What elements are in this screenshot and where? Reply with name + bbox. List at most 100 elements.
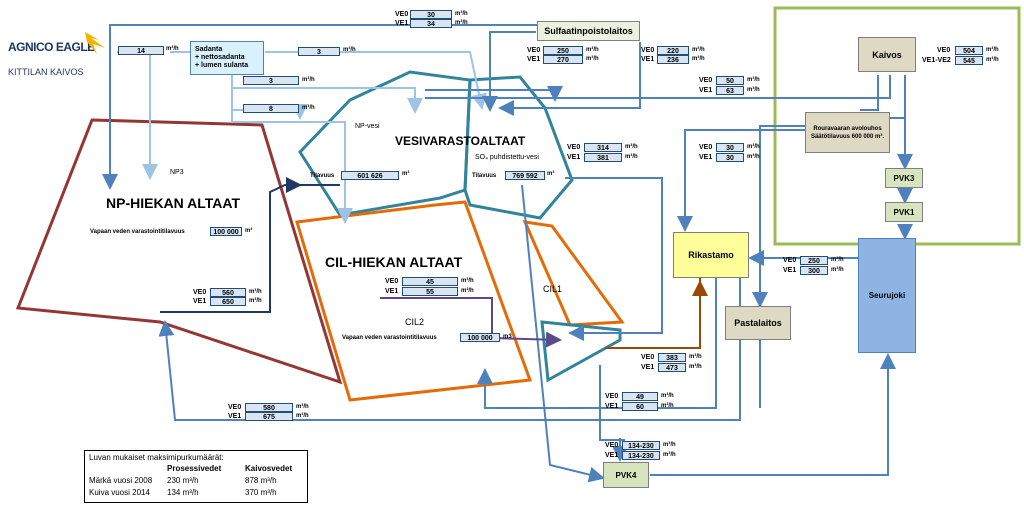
cil1-label: CIL1 <box>543 284 563 294</box>
pvk4-ve1-label: VE1 <box>605 452 619 459</box>
sadanta-8-unit: m³/h <box>302 105 315 111</box>
np-ve0-unit: m³/h <box>249 289 262 295</box>
np-title: NP-HIEKAN ALTAAT <box>106 195 241 211</box>
sadanta-node: Sadanta + nettosadanta + lumen sulanta <box>190 41 264 75</box>
r30-ve0-unit: m³/h <box>747 144 760 150</box>
seurujoki-node: Seurujoki <box>858 238 916 353</box>
r30-ve0-label: VE0 <box>699 144 713 151</box>
pvk1-label: PVK1 <box>893 207 915 217</box>
so4-ve0-unit: m³/h <box>625 144 638 150</box>
pas-ve1-unit: m³/h <box>661 403 674 409</box>
seur-ve1-value: 300 <box>800 266 828 275</box>
sadanta-right-value: 3 <box>298 47 340 56</box>
tilavuus-np-unit: m³ <box>402 171 410 177</box>
so4-ve0-label: VE0 <box>567 144 581 151</box>
legend-row2-label: Kuiva vuosi 2014 <box>89 488 150 497</box>
bot-ve0-label: VE0 <box>228 404 242 411</box>
rv-ve1-label: VE1 <box>699 87 713 94</box>
so4-label: SO₄ puhdistettu-vesi <box>475 154 539 161</box>
r30-ve0-value: 30 <box>716 143 744 152</box>
np-ve1-value: 650 <box>210 297 246 306</box>
np-ve0-value: 560 <box>210 288 246 297</box>
pvk4-ve0-label: VE0 <box>605 442 619 449</box>
seur-ve1-label: VE1 <box>783 267 797 274</box>
sadanta-3b-value: 3 <box>243 76 299 85</box>
pvk4-ve0-value: 134-230 <box>622 441 660 450</box>
legend-row1-label: Märkä vuosi 2008 <box>89 476 153 485</box>
tilavuus-so4-unit: m³ <box>547 171 555 177</box>
sadanta-left-value: 14 <box>118 46 164 55</box>
np3-label: NP3 <box>170 169 184 176</box>
top-ve0-value: 30 <box>410 10 452 19</box>
pvk1-node: PVK1 <box>885 202 923 222</box>
seur-ve1-unit: m³/h <box>831 267 844 273</box>
seur-ve0-unit: m³/h <box>831 257 844 263</box>
seurujoki-label: Seurujoki <box>868 291 906 300</box>
pvk3-label: PVK3 <box>893 173 915 183</box>
r30-ve1-value: 30 <box>716 153 744 162</box>
sulf-ve1-value: 270 <box>543 55 583 64</box>
rik-ve1-label: VE1 <box>641 364 655 371</box>
np-vesi-label: NP-vesi <box>355 123 380 130</box>
pvk4-ve1-unit: m³/h <box>663 452 676 458</box>
sulf-ve0-value: 250 <box>543 46 583 55</box>
sulf-ve1-label: VE1 <box>527 56 541 63</box>
rik-ve0-unit: m³/h <box>689 354 702 360</box>
cil-title: CIL-HIEKAN ALTAAT <box>325 254 463 270</box>
np-ve1-unit: m³/h <box>249 298 262 304</box>
tilavuus-so4-value: 769 592 <box>505 171 545 180</box>
rik-ve0-value: 383 <box>658 353 686 362</box>
np-storage-value: 100 000 <box>210 227 242 236</box>
pvk4-ve0-unit: m³/h <box>663 442 676 448</box>
pvk4-ve1-value: 134-230 <box>622 451 660 460</box>
sulf2-ve1-value: 236 <box>657 55 689 64</box>
pvk4-label: PVK4 <box>615 470 637 480</box>
kaivos-ve1-unit: m³/h <box>986 57 999 63</box>
rv-ve0-unit: m³/h <box>747 77 760 83</box>
so4-ve1-unit: m³/h <box>625 154 638 160</box>
top-ve1-unit: m³/h <box>455 20 468 26</box>
seur-ve0-value: 250 <box>800 256 828 265</box>
sulf2-ve0-value: 220 <box>657 46 689 55</box>
pas-ve1-value: 60 <box>622 402 658 411</box>
cil-storage-value: 100 000 <box>460 333 500 342</box>
cil-ve1-value: 55 <box>402 287 458 296</box>
legend-row1-v1: 230 m³/h <box>167 476 199 485</box>
cil-storage-label: Vapaan veden varastointitilavuus <box>342 335 437 341</box>
bot-ve0-unit: m³/h <box>296 404 309 410</box>
cil-ve0-label: VE0 <box>385 278 399 285</box>
tilavuus-so4-label: Tilavuus <box>472 173 497 179</box>
tilavuus-np-value: 601 626 <box>341 171 399 180</box>
cil-pond <box>295 200 533 402</box>
kaivos-ve0-unit: m³/h <box>986 47 999 53</box>
pas-ve1-label: VE1 <box>605 403 619 410</box>
eagle-logo-icon <box>85 32 105 54</box>
sulf-ve0-label: VE0 <box>527 47 541 54</box>
legend-row1-v2: 878 m³/h <box>245 476 277 485</box>
kaivos-ve0-label: VE0 <box>937 47 951 54</box>
top-ve0-label: VE0 <box>395 11 409 18</box>
kaivos-ve1-label: VE1-VE2 <box>922 57 951 64</box>
np-storage-unit: m³ <box>245 228 253 234</box>
sulf2-ve1-unit: m³/h <box>692 56 705 62</box>
rouravaara-label: Rouravaaran avolouhos Säätötilavuus 600 … <box>810 125 885 140</box>
cil-ve1-unit: m³/h <box>461 288 474 294</box>
pvk3-node: PVK3 <box>885 168 923 188</box>
top-ve1-value: 34 <box>410 19 452 28</box>
rv-ve0-label: VE0 <box>699 77 713 84</box>
sadanta-text: Sadanta + nettosadanta + lumen sulanta <box>195 46 249 69</box>
pas-ve0-label: VE0 <box>605 393 619 400</box>
kaivos-ve1-value: 545 <box>955 56 983 65</box>
np-storage-label: Vapaan veden varastointitilavuus <box>90 229 185 235</box>
legend-row2-v1: 134 m³/h <box>167 488 199 497</box>
r30-ve1-unit: m³/h <box>747 154 760 160</box>
sadanta-left-unit: m³/h <box>166 46 179 52</box>
sadanta-right-unit: m³/h <box>343 47 356 53</box>
sulf-ve0-unit: m³/h <box>586 47 599 53</box>
logo-text: AGNICO EAGLE <box>8 40 95 54</box>
cil2-label: CIL2 <box>405 317 425 327</box>
legend-title: Luvan mukaiset maksimipurkumäärät: <box>89 453 224 462</box>
kaivos-label: Kaivos <box>872 49 902 60</box>
rv-ve1-value: 63 <box>716 86 744 95</box>
bot-ve1-label: VE1 <box>228 413 242 420</box>
